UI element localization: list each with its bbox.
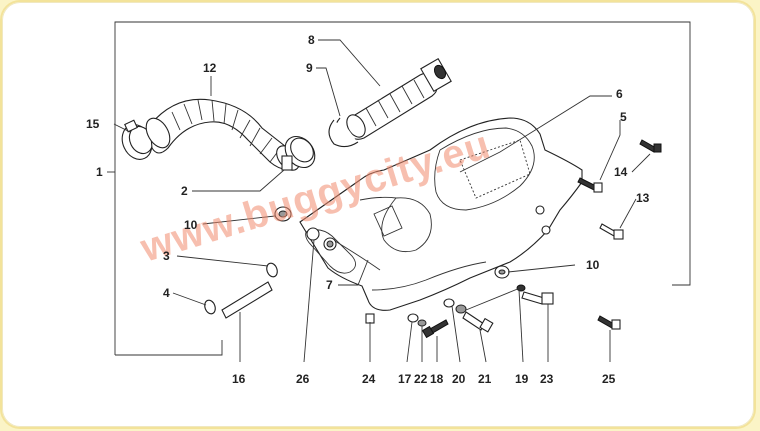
callout-5: 5	[620, 110, 627, 124]
callout-15: 15	[86, 117, 100, 131]
callout-19: 19	[515, 372, 529, 386]
callout-10-lower: 10	[586, 258, 600, 272]
part-22-washer	[417, 319, 427, 327]
callout-10-upper: 10	[184, 218, 198, 232]
leader-lines	[107, 39, 651, 363]
callout-16: 16	[232, 372, 246, 386]
callout-24: 24	[362, 372, 376, 386]
callout-1: 1	[96, 165, 103, 179]
callout-12: 12	[203, 61, 217, 75]
callout-6: 6	[616, 87, 623, 101]
callout-26: 26	[296, 372, 310, 386]
part-8-filter-element	[346, 57, 452, 140]
part-19-washer	[516, 284, 526, 292]
part-17-washer	[407, 313, 419, 323]
callout-2: 2	[181, 184, 188, 198]
part-25-screw	[597, 315, 621, 330]
part-20-washer	[443, 298, 455, 308]
part-7-gasket	[305, 229, 356, 274]
callout-25: 25	[602, 372, 616, 386]
callout-23: 23	[540, 372, 554, 386]
callout-8: 8	[308, 33, 315, 47]
callout-13: 13	[636, 191, 650, 205]
part-26-grommet	[306, 227, 337, 251]
part-4-small-clamp	[204, 299, 216, 315]
part-2-hose-clamp	[281, 135, 316, 171]
callout-9: 9	[306, 61, 313, 75]
part-16-drain-tube	[221, 281, 273, 319]
part-13-screw	[599, 223, 624, 240]
part-10-grommet-lower	[494, 265, 510, 279]
part-10-grommet-upper	[274, 206, 292, 222]
part-23-bolt	[521, 291, 554, 305]
callout-7: 7	[326, 278, 333, 292]
callout-3: 3	[163, 249, 170, 263]
callout-4: 4	[163, 286, 170, 300]
part-6-air-filter-housing	[299, 117, 583, 311]
callout-22: 22	[414, 372, 428, 386]
callout-14: 14	[614, 165, 628, 179]
part-14-screw	[639, 139, 662, 153]
callout-18: 18	[430, 372, 444, 386]
callout-20: 20	[452, 372, 466, 386]
part-24-clip	[365, 313, 375, 324]
part-3-small-clamp	[266, 262, 278, 278]
callout-21: 21	[478, 372, 492, 386]
assembly-bracket-bottom	[115, 340, 223, 356]
assembly-bracket	[114, 21, 691, 355]
callout-labels: 1 15 12 2 8 9 6 5 14 13 10 3 4 7 10 16 2…	[86, 33, 650, 386]
callout-17: 17	[398, 372, 412, 386]
part-5-screw	[577, 177, 603, 193]
part-21-bolt	[455, 304, 494, 333]
part-18-screw	[421, 319, 449, 339]
part-9-clip-ring	[328, 117, 359, 148]
